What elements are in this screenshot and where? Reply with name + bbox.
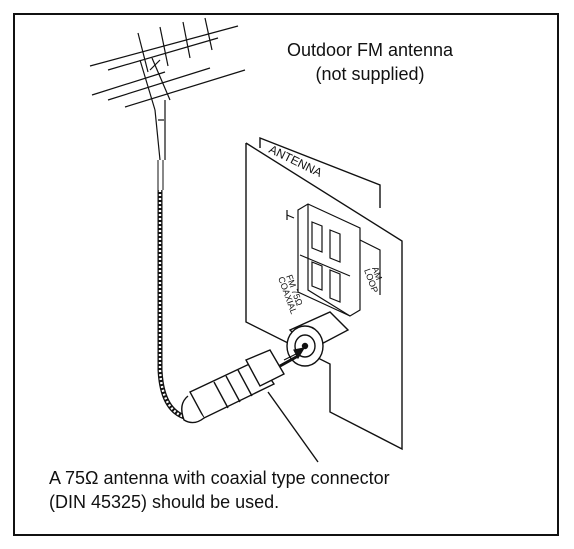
coaxial-plug: [181, 349, 285, 424]
antenna-caption: Outdoor FM antenna (not supplied): [270, 38, 470, 86]
antenna-terminal-block: [286, 203, 381, 317]
diagram-frame: [13, 13, 559, 536]
coaxial-cable: [157, 160, 189, 421]
antenna-caption-line2: (not supplied): [315, 64, 425, 84]
antenna-caption-line1: Outdoor FM antenna: [286, 40, 454, 60]
connector-note-line2: (DIN 45325) should be used.: [49, 492, 280, 512]
connector-note-line1: A 75Ω antenna with coaxial type connecto…: [49, 468, 390, 488]
insert-arrow-shaft: [279, 354, 299, 368]
antenna-elements: [89, 17, 246, 161]
am-terminal-label-1: AM: [370, 265, 384, 281]
connector-note: A 75Ω antenna with coaxial type connecto…: [49, 466, 390, 514]
leader-line: [267, 391, 319, 463]
panel-frame-line: [259, 136, 381, 208]
